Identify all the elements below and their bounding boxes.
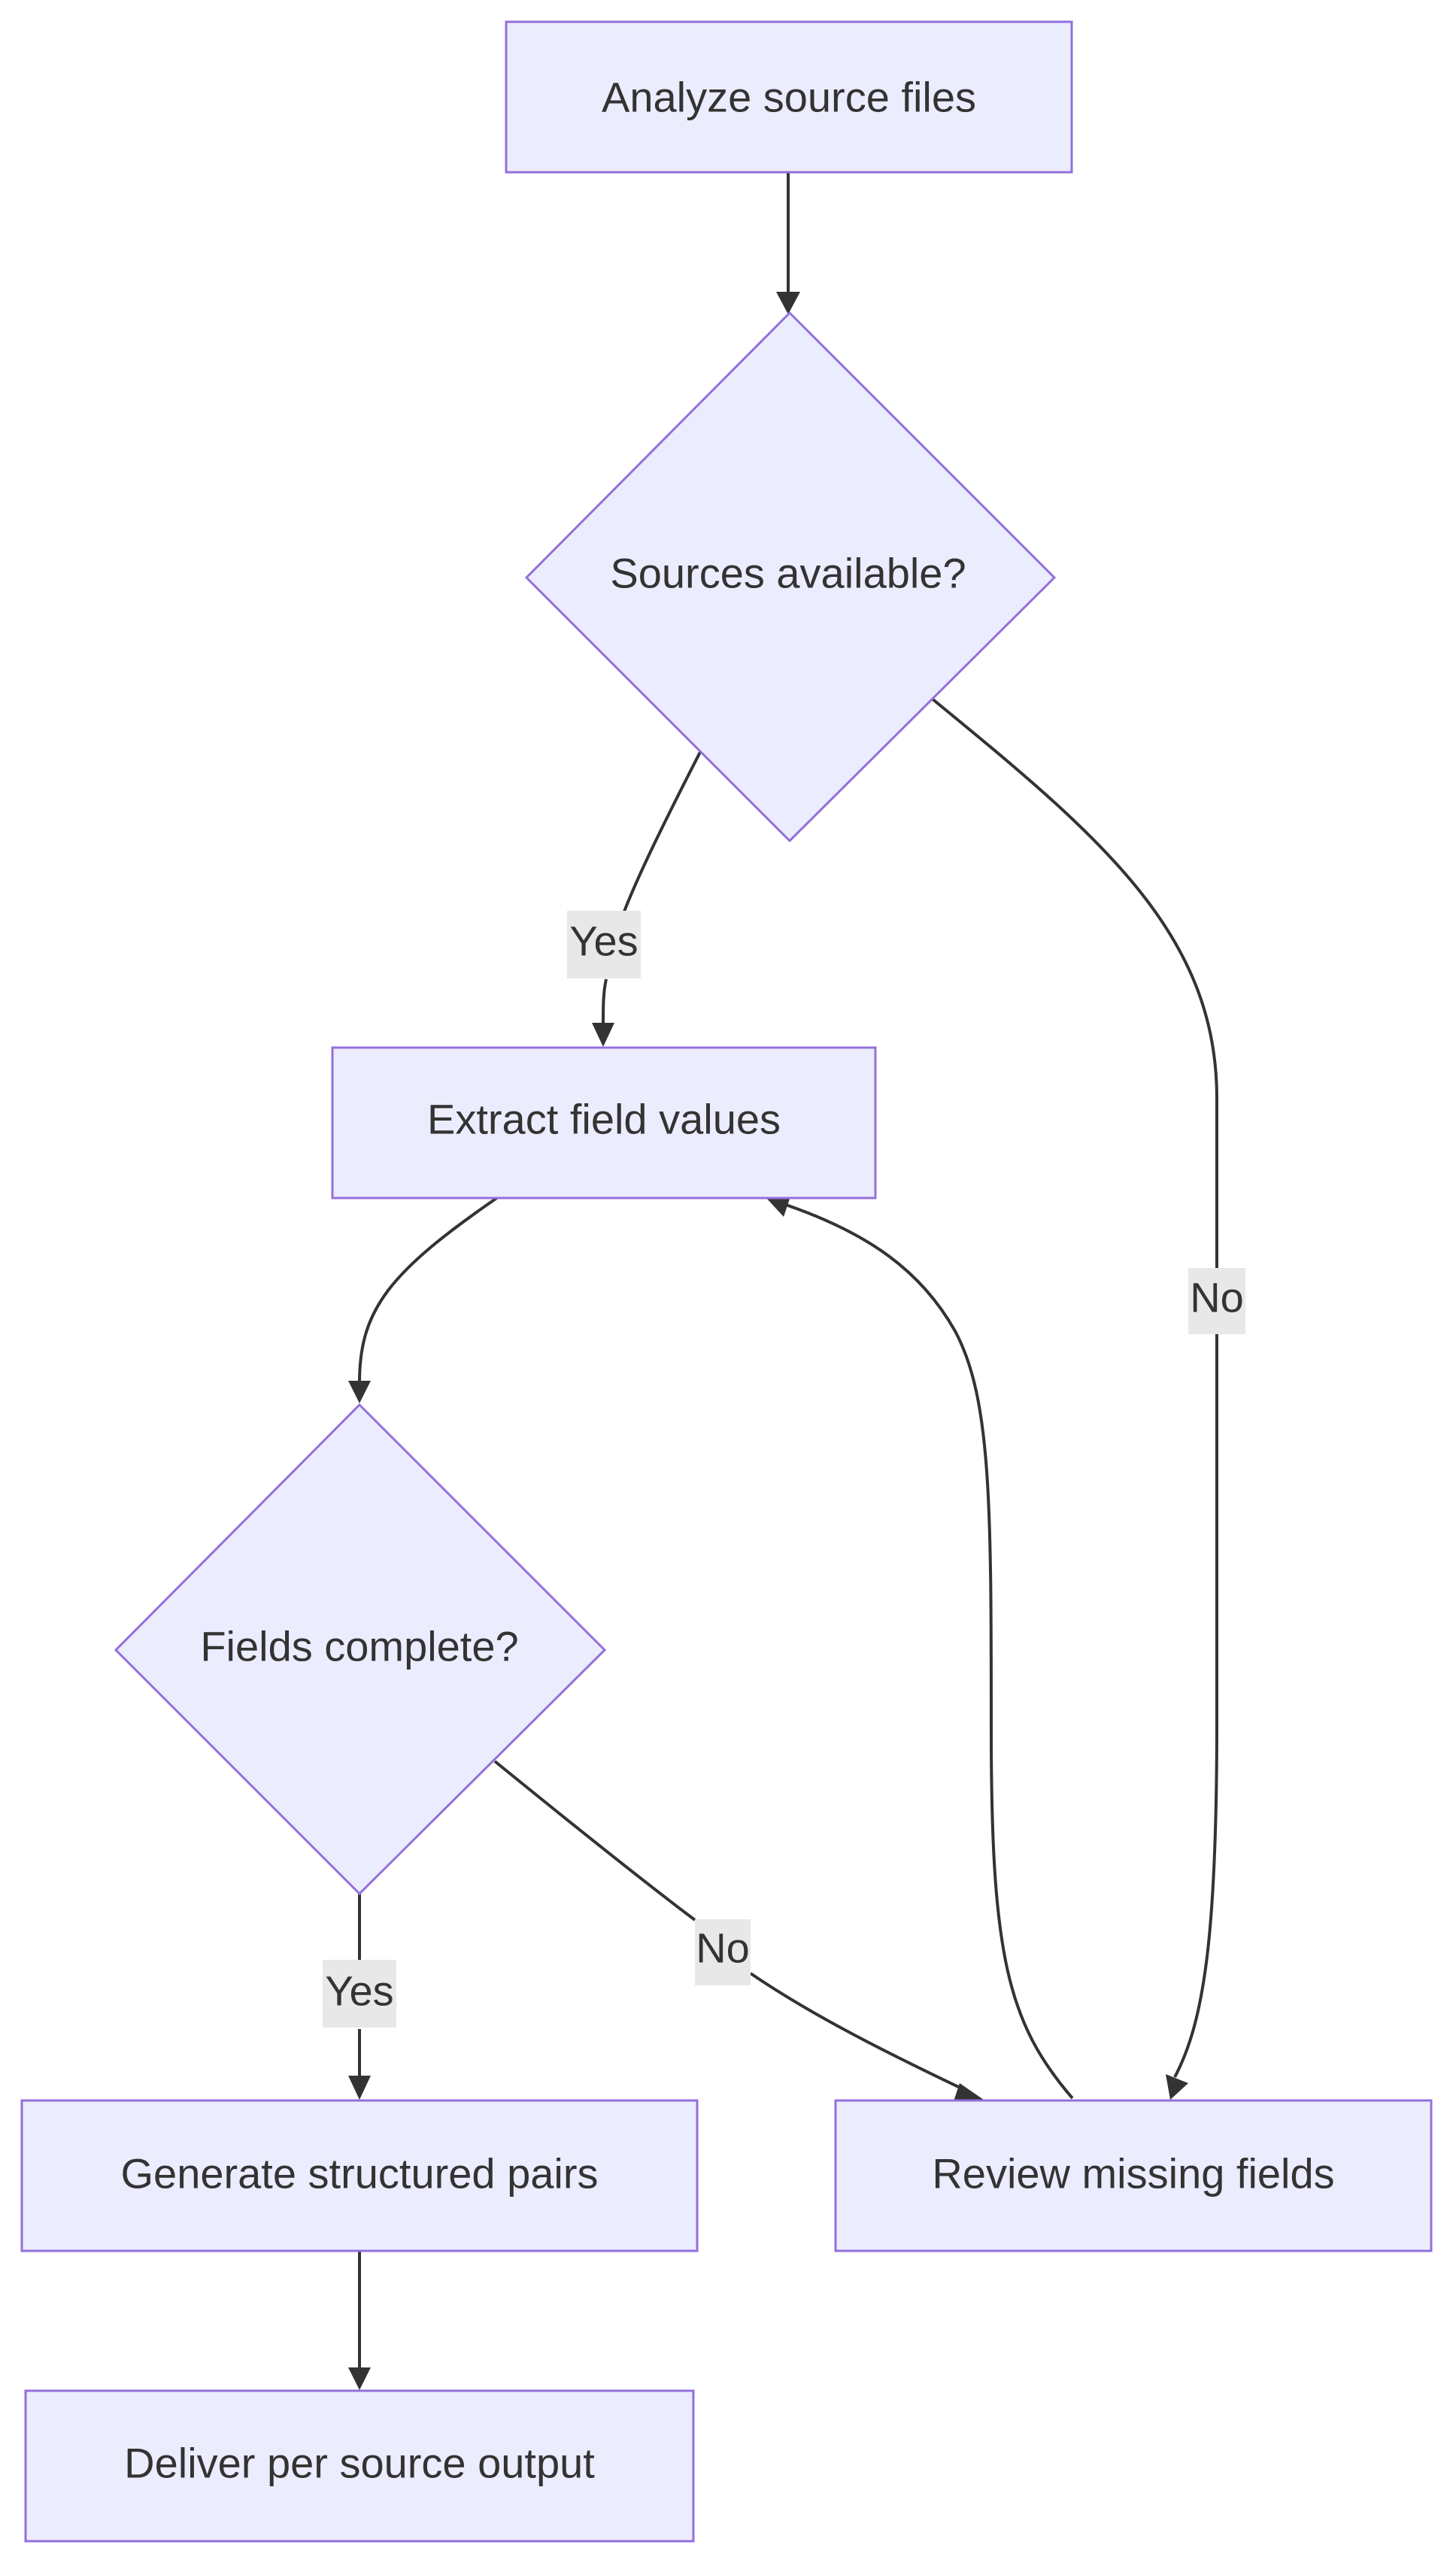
node-deliver-per-source-output: Deliver per source output <box>24 2389 695 2543</box>
node-label: Deliver per source output <box>124 2440 595 2487</box>
node-fields-complete: Fields complete? <box>114 1403 607 1896</box>
node-review-missing-fields: Review missing fields <box>834 2099 1433 2252</box>
edge-label-fields-yes: Yes <box>323 1960 396 2028</box>
edge-sources-yes <box>592 751 702 1047</box>
node-label: Generate structured pairs <box>121 2150 599 2197</box>
edge-label-sources-yes: Yes <box>567 911 641 978</box>
node-label: Extract field values <box>427 1096 781 1143</box>
edge-label-fields-no: No <box>695 1919 751 1985</box>
edge-label-sources-no: No <box>1188 1268 1245 1334</box>
node-analyze-source-files: Analyze source files <box>505 20 1073 174</box>
node-label: Sources available? <box>610 550 966 597</box>
node-sources-available: Sources available? <box>524 311 1057 843</box>
edge-fields-yes <box>348 1891 371 2100</box>
edge-label-text: No <box>1190 1274 1244 1321</box>
node-label: Fields complete? <box>200 1623 518 1670</box>
edge-label-text: Yes <box>569 918 638 965</box>
edge-label-text: No <box>696 1924 750 1972</box>
edge-label-text: Yes <box>325 1967 393 2015</box>
edge-review-to-extract <box>766 1194 1074 2100</box>
node-extract-field-values: Extract field values <box>331 1046 877 1200</box>
edge-analyze-to-sources <box>776 171 800 314</box>
edge-fields-no <box>493 1760 984 2101</box>
edge-generate-to-deliver <box>348 2250 371 2390</box>
node-label: Analyze source files <box>602 74 976 121</box>
node-label: Review missing fields <box>932 2150 1334 2197</box>
node-generate-structured-pairs: Generate structured pairs <box>20 2099 699 2252</box>
edge-extract-to-fields <box>348 1196 499 1403</box>
edge-sources-no <box>930 696 1218 2100</box>
